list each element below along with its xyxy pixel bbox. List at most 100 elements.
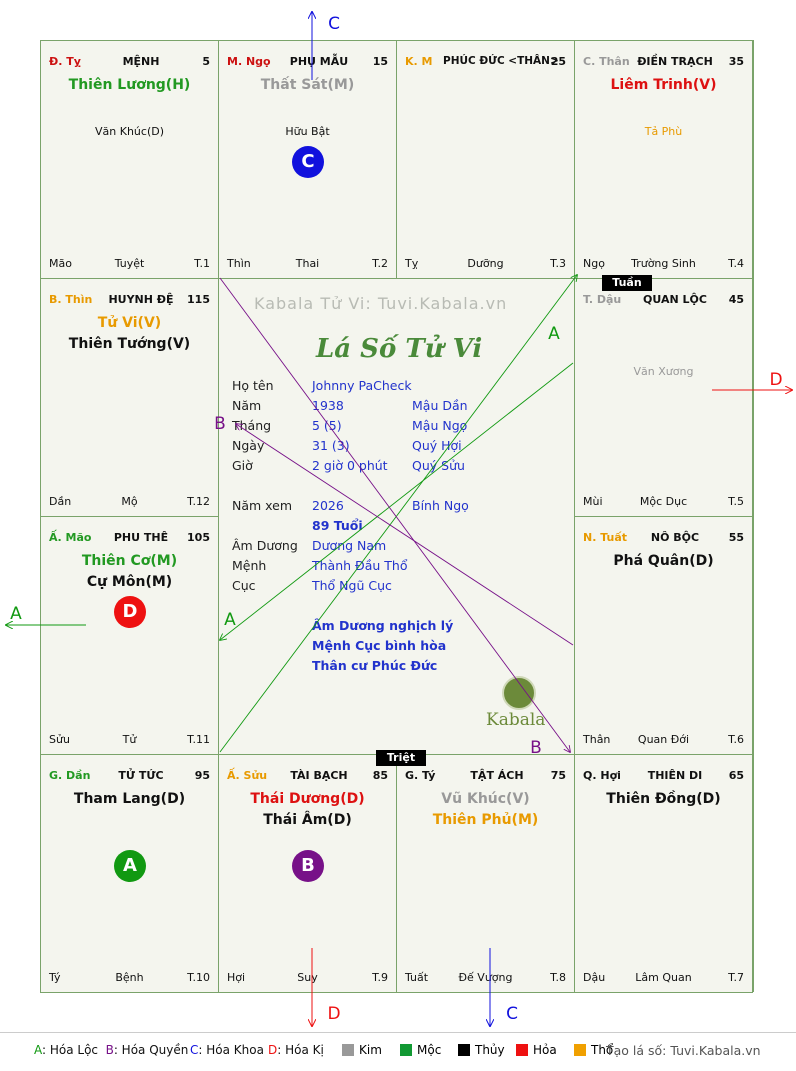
minor-star: Hữu Bật: [285, 125, 330, 138]
triet-tag: Triệt: [376, 750, 426, 766]
major-star: Thất Sát(M): [260, 77, 355, 93]
phase-center: Mộc Dục: [639, 495, 688, 508]
phase-center: Lâm Quan: [635, 971, 692, 984]
tuan-tag: Tuần: [602, 275, 652, 291]
major-star: Liêm Trinh(V): [610, 77, 717, 93]
info-label: Họ tên: [232, 378, 274, 393]
arrow-label: C: [506, 1004, 518, 1024]
element-swatch: [516, 1044, 528, 1056]
phase-left: Dần: [49, 495, 72, 508]
palace-branch: Ấ. Mão: [49, 531, 92, 544]
palace-branch: G. Dần: [49, 769, 91, 782]
center-note: Thân cư Phúc Đức: [312, 658, 438, 673]
phase-right: T.12: [187, 495, 210, 508]
phase-left: Mùi: [583, 495, 603, 508]
palace-branch: C. Thân: [583, 55, 630, 68]
info-value: 2 giờ 0 phút: [312, 458, 388, 473]
year-view-value: 2026: [312, 498, 344, 513]
element-legend-text: Hỏa: [533, 1043, 557, 1057]
palace-number: 65: [728, 769, 744, 782]
info-label: Giờ: [232, 458, 253, 473]
hoa-legend-text: : Hóa Khoa: [198, 1043, 264, 1057]
brand-name: Kabala: [486, 710, 546, 730]
major-star: Thiên Đồng(D): [606, 791, 721, 807]
element-legend-text: Mộc: [417, 1043, 442, 1057]
palace-number: 115: [187, 293, 210, 306]
phase-center: Dưỡng: [467, 257, 504, 270]
phase-left: Thìn: [227, 257, 251, 270]
info-canchi: Mậu Ngọ: [412, 418, 468, 433]
palace-number: 45: [728, 293, 744, 306]
hoa-legend-key: C: [190, 1043, 199, 1057]
phase-center: Suy: [297, 971, 318, 984]
minor-star: Tả Phù: [644, 125, 683, 138]
hoa-ki-marker: D: [114, 596, 146, 628]
year-view-canchi: Bính Ngọ: [412, 498, 469, 513]
info-canchi: Quý Sửu: [412, 458, 465, 473]
hoa-legend-item: D: Hóa Kị: [268, 1043, 324, 1057]
phase-right: T.10: [187, 971, 210, 984]
hoa-legend-item: A: Hóa Lộc: [34, 1043, 98, 1057]
phase-right: T.1: [194, 257, 210, 270]
info-canchi: Mậu Dần: [412, 398, 468, 413]
element-legend-item: Hỏa: [516, 1043, 557, 1057]
info-label: Năm: [232, 398, 262, 413]
year-view-label: Năm xem: [232, 498, 293, 513]
info-label: Ngày: [232, 438, 265, 453]
hoa-legend-item: B: Hóa Quyền: [106, 1043, 189, 1057]
palace-name: TÀI BẠCH: [290, 769, 348, 782]
palace-name: PHU THÊ: [113, 531, 169, 544]
arrow-label: D: [769, 370, 782, 390]
info-value: 31 (3): [312, 438, 350, 453]
phase-center: Tử: [122, 733, 137, 746]
info-label: Mệnh: [232, 558, 267, 573]
palace-number: 15: [372, 55, 388, 68]
arrow-label: D: [327, 1004, 340, 1024]
phase-center: Trường Sinh: [631, 257, 696, 270]
info-value: Johnny PaCheck: [312, 378, 412, 393]
palace-branch: K. M: [405, 55, 433, 68]
palace-number: 85: [372, 769, 388, 782]
phase-center: Thai: [295, 257, 320, 270]
element-swatch: [400, 1044, 412, 1056]
major-star: Thiên Tướng(V): [68, 336, 191, 352]
phase-left: Ngọ: [583, 257, 605, 270]
age-value: 89 Tuổi: [312, 518, 363, 533]
element-legend-text: Kim: [359, 1043, 382, 1057]
phase-center: Mộ: [121, 495, 138, 508]
major-star: Tử Vi(V): [97, 315, 162, 331]
element-swatch: [458, 1044, 470, 1056]
phase-center: Bệnh: [115, 971, 144, 984]
element-swatch: [574, 1044, 586, 1056]
info-label: Âm Dương: [232, 538, 298, 553]
palace-number: 55: [728, 531, 744, 544]
hoa-legend-text: : Hóa Lộc: [42, 1043, 99, 1057]
major-star: Tham Lang(D): [73, 791, 186, 807]
info-value: Dương Nam: [312, 538, 387, 553]
hoa-legend-key: A: [34, 1043, 42, 1057]
palace-number: 75: [550, 769, 566, 782]
minor-star: Văn Xương: [633, 365, 694, 378]
arrow-label: C: [328, 14, 340, 34]
palace-name: TỬ TỨC: [118, 769, 164, 782]
element-swatch: [342, 1044, 354, 1056]
palace-branch: G. Tý: [405, 769, 436, 782]
center-note: Mệnh Cục bình hòa: [312, 638, 447, 653]
hoa-legend-key: B: [105, 1043, 114, 1057]
major-star: Vũ Khúc(V): [441, 791, 530, 807]
hoa-legend-text: : Hóa Quyền: [113, 1043, 189, 1057]
major-star: Thiên Lương(H): [68, 77, 191, 93]
arrow-label: A: [10, 604, 22, 624]
info-value: Thổ Ngũ Cục: [312, 578, 392, 593]
